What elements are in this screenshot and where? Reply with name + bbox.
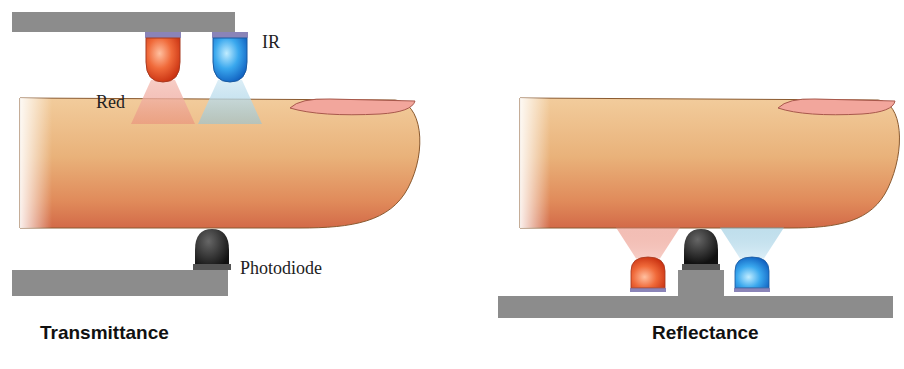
ir-led bbox=[720, 228, 784, 292]
led-label: IR bbox=[262, 32, 280, 53]
sensor-label: Photodiode bbox=[240, 258, 322, 279]
red-led bbox=[616, 228, 680, 292]
method-title: Reflectance bbox=[652, 322, 759, 344]
top-clip bbox=[12, 12, 235, 32]
red-led bbox=[131, 32, 195, 124]
method-title: Transmittance bbox=[40, 322, 169, 344]
led-label: Red bbox=[96, 92, 125, 113]
photodiode bbox=[195, 229, 229, 270]
sensor-base bbox=[498, 270, 893, 318]
bottom-clip bbox=[12, 270, 228, 296]
ir-led bbox=[198, 32, 262, 124]
photodiode bbox=[684, 229, 718, 264]
finger bbox=[520, 98, 899, 228]
